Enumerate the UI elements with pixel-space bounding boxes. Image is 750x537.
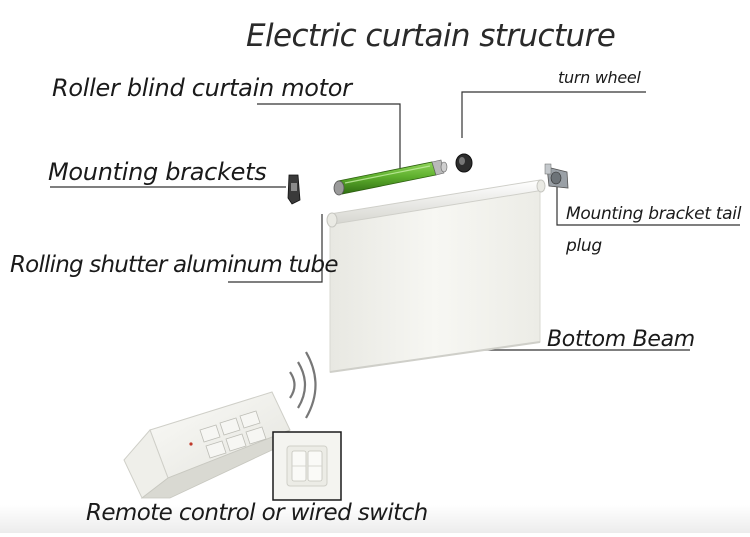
label-turn-wheel: turn wheel	[558, 68, 641, 87]
tail-plug-part	[544, 163, 569, 189]
label-mounting-brackets: Mounting brackets	[48, 158, 267, 186]
roller-blind	[326, 179, 546, 373]
leader-tube	[228, 214, 323, 283]
mounting-bracket-part	[287, 174, 301, 205]
leader-tail-plug	[556, 185, 740, 226]
turn-wheel-part	[455, 153, 473, 173]
label-bottom-beam: Bottom Beam	[547, 327, 695, 352]
roller-motor	[333, 159, 448, 196]
label-remote-switch: Remote control or wired switch	[86, 500, 428, 526]
wall-switch	[272, 431, 342, 501]
leader-turn-wheel	[461, 91, 646, 138]
label-motor: Roller blind curtain motor	[52, 74, 352, 102]
leader-motor	[257, 103, 401, 168]
remote-control	[123, 391, 291, 499]
label-tail-plug-line1: Mounting bracket tail	[566, 204, 742, 224]
label-aluminum-tube: Rolling shutter aluminum tube	[10, 252, 338, 278]
diagram-title: Electric curtain structure	[246, 18, 616, 54]
wireless-signal-icon	[289, 351, 317, 419]
floor-shade	[0, 505, 750, 533]
leader-lines	[50, 91, 740, 351]
label-tail-plug-line2: plug	[566, 236, 602, 256]
